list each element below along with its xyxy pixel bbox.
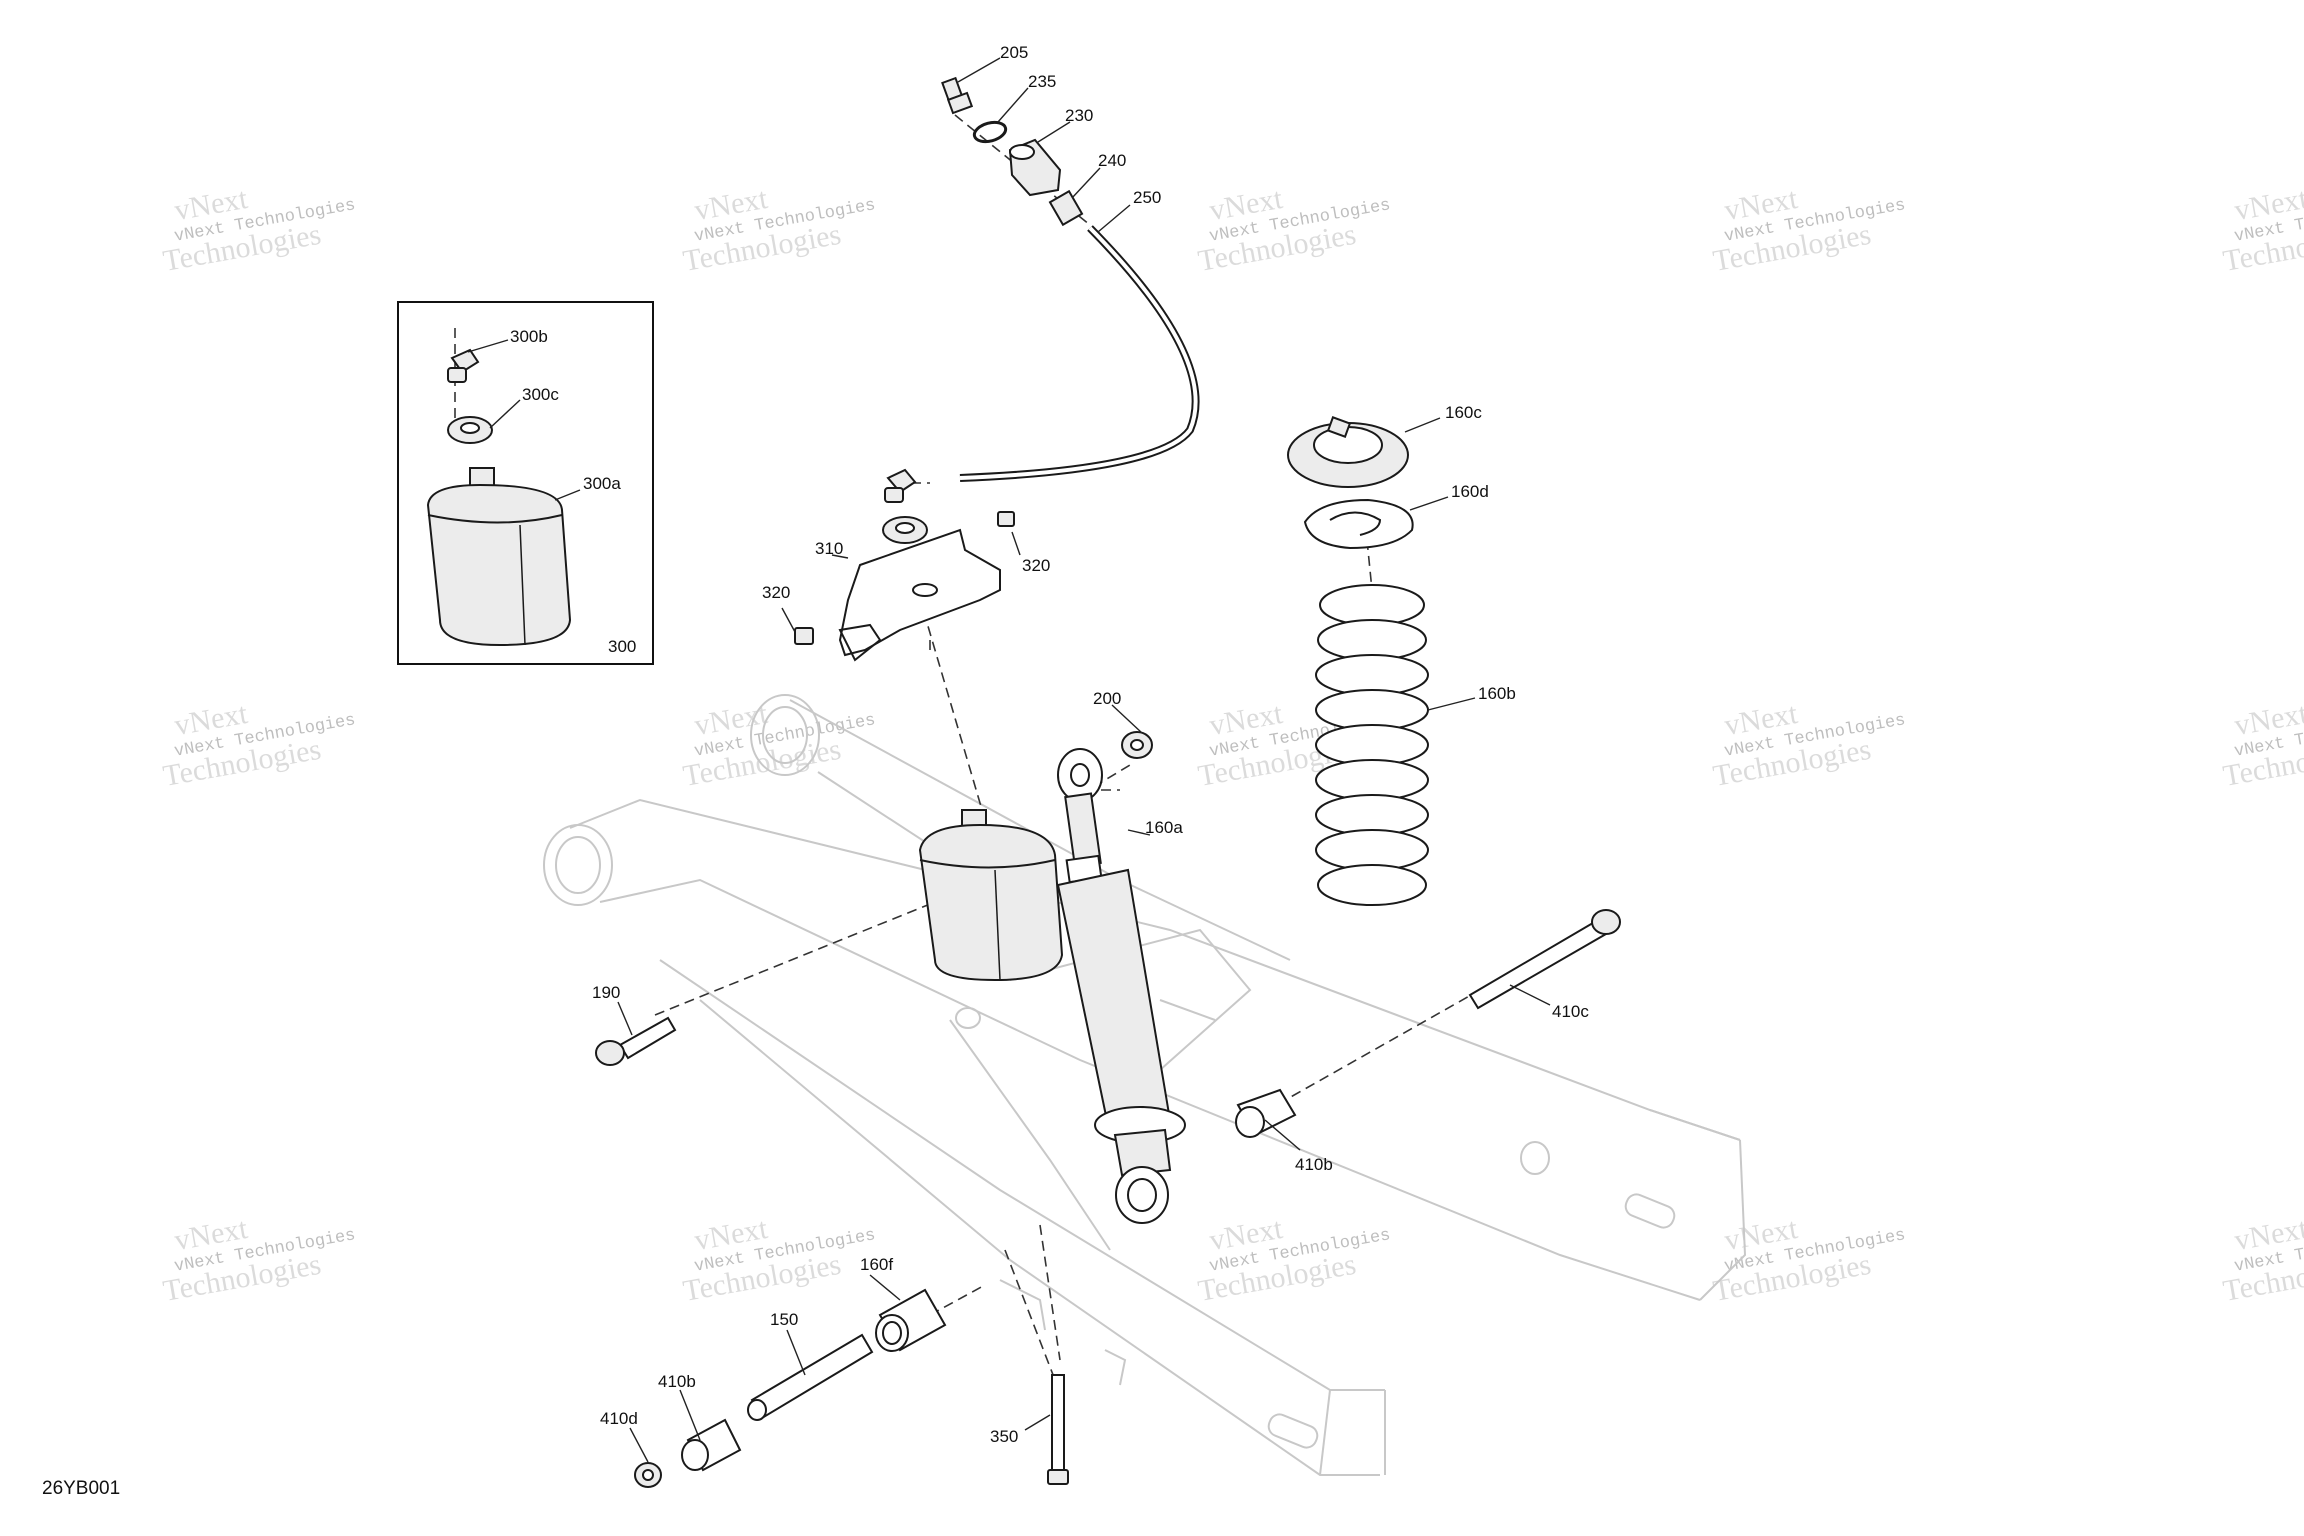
callout-240: 240 bbox=[1098, 151, 1126, 170]
nut-410d bbox=[634, 1462, 662, 1488]
coil-spring-160b bbox=[1315, 584, 1429, 906]
callout-300b: 300b bbox=[510, 327, 548, 346]
watermark-r1c1: vNext vNext Technologies Technologies bbox=[161, 182, 357, 278]
ghost-swing-arm-frame bbox=[543, 694, 1747, 1476]
bushing-410b-right bbox=[1235, 1088, 1297, 1138]
callout-410b-left: 410b bbox=[658, 1372, 696, 1391]
callout-300: 300 bbox=[608, 637, 636, 656]
callout-300a: 300a bbox=[583, 474, 621, 493]
callout-250: 250 bbox=[1133, 188, 1161, 207]
watermark-r2c4: vNext vNext Technologies Technologies bbox=[1711, 697, 1907, 793]
sleeve-160f bbox=[875, 1288, 947, 1352]
callout-320-left: 320 bbox=[762, 583, 790, 602]
long-bolt-410c bbox=[1468, 909, 1621, 1010]
watermark-r3c1: vNext vNext Technologies Technologies bbox=[161, 1212, 357, 1308]
callout-150: 150 bbox=[770, 1310, 798, 1329]
callout-labels: 205 235 230 240 250 300b 300c 300a 300 3… bbox=[510, 43, 1589, 1446]
watermarks: vNext vNext Technologies Technologies vN… bbox=[161, 182, 2304, 1308]
figure-code: 26YB001 bbox=[42, 1478, 120, 1499]
watermark-r2c1: vNext vNext Technologies Technologies bbox=[161, 697, 357, 793]
watermark-r1c5: vNext vNext Technologies Technologies bbox=[2221, 182, 2304, 278]
reservoir-300a bbox=[426, 467, 572, 647]
watermark-r3c3: vNext vNext Technologies Technologies bbox=[1196, 1212, 1392, 1308]
connector-240 bbox=[1048, 189, 1084, 227]
leader-lines bbox=[467, 57, 1551, 1463]
canister-reservoir bbox=[918, 809, 1064, 982]
watermark-r2c5: vNext vNext Technologies Technologies bbox=[2221, 697, 2304, 793]
callout-200: 200 bbox=[1093, 689, 1121, 708]
callout-160b: 160b bbox=[1478, 684, 1516, 703]
bolt-190 bbox=[595, 1016, 677, 1066]
bolt-320-left bbox=[794, 627, 814, 645]
nut-300c bbox=[447, 416, 493, 444]
callout-230: 230 bbox=[1065, 106, 1093, 125]
elbow-fitting-hose-end bbox=[884, 468, 917, 503]
bolt-320-right bbox=[997, 511, 1015, 527]
elbow-fitting-300b bbox=[447, 348, 480, 383]
callout-350: 350 bbox=[990, 1427, 1018, 1446]
callout-160a: 160a bbox=[1145, 818, 1183, 837]
grommet-230 bbox=[1008, 138, 1062, 197]
callout-410d: 410d bbox=[600, 1409, 638, 1428]
bracket-310 bbox=[838, 528, 1001, 662]
spring-cup-160c bbox=[1287, 416, 1409, 488]
callout-205: 205 bbox=[1000, 43, 1028, 62]
watermark-r3c2: vNext vNext Technologies Technologies bbox=[681, 1212, 877, 1308]
callout-410c: 410c bbox=[1552, 1002, 1589, 1021]
callout-320-right: 320 bbox=[1022, 556, 1050, 575]
callout-410b-right: 410b bbox=[1295, 1155, 1333, 1174]
shock-absorber-160a bbox=[1056, 748, 1186, 1224]
callout-160c: 160c bbox=[1445, 403, 1482, 422]
callout-160f: 160f bbox=[860, 1255, 893, 1274]
inset-box-300 bbox=[397, 301, 654, 665]
callout-300c: 300c bbox=[522, 385, 559, 404]
watermark-r3c5: vNext vNext Technologies Technologies bbox=[2221, 1212, 2304, 1308]
callout-190: 190 bbox=[592, 983, 620, 1002]
nut-upper bbox=[882, 516, 928, 544]
callout-160d: 160d bbox=[1451, 482, 1489, 501]
watermark-r1c3: vNext vNext Technologies Technologies bbox=[1196, 182, 1392, 278]
watermark-r1c2: vNext vNext Technologies Technologies bbox=[681, 182, 877, 278]
hose-250 bbox=[959, 225, 1200, 482]
clip-235 bbox=[972, 120, 1008, 144]
watermark-r1c4: vNext vNext Technologies Technologies bbox=[1711, 182, 1907, 278]
watermark-r3c4: vNext vNext Technologies Technologies bbox=[1711, 1212, 1907, 1308]
bolt-350 bbox=[1047, 1374, 1069, 1485]
pin-150 bbox=[747, 1333, 874, 1421]
nut-200 bbox=[1121, 731, 1153, 759]
callout-310: 310 bbox=[815, 539, 843, 558]
bushing-410b-left bbox=[681, 1418, 742, 1472]
fitting-205 bbox=[941, 76, 974, 115]
spring-seat-160d bbox=[1303, 498, 1414, 550]
callout-235: 235 bbox=[1028, 72, 1056, 91]
